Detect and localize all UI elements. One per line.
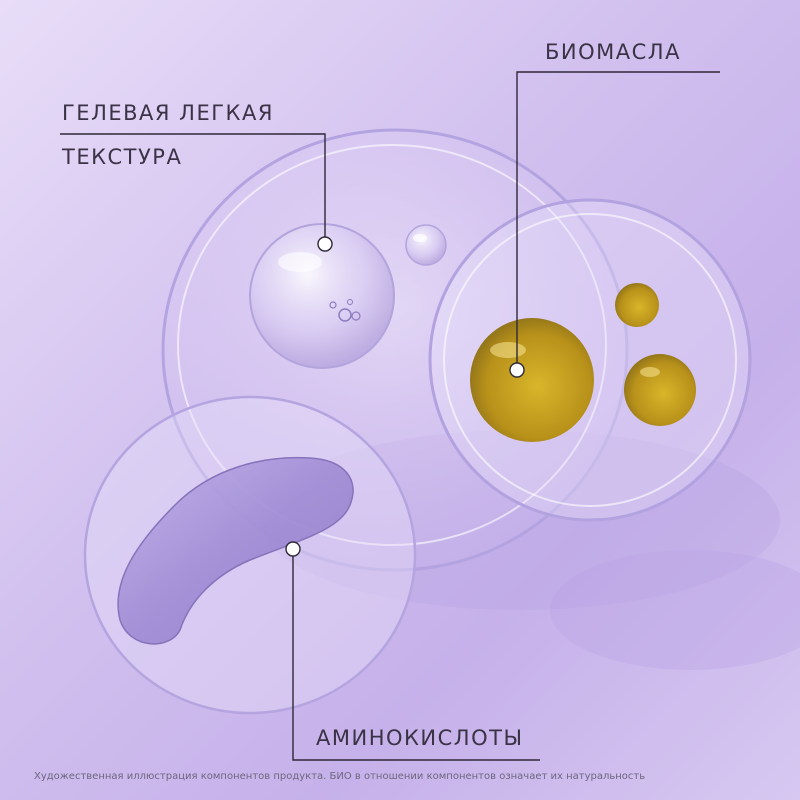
marker-oils [509,362,525,378]
gel-drop [249,223,395,369]
oil-drop-medium [624,354,696,426]
leader-line-oils [516,71,720,365]
dish-shadow [550,550,800,670]
label-bio-oils: БИОМАСЛА [545,40,681,64]
label-amino-acids: АМИНОКИСЛОТЫ [316,726,524,750]
marker-gel [317,236,333,252]
oil-drop-small [615,283,659,327]
marker-amino [285,541,301,557]
label-gel-texture-line2: ТЕКСТУРА [62,145,183,169]
leader-line-gel [60,133,326,240]
disclaimer-footnote: Художественная иллюстрация компонентов п… [34,771,646,782]
label-gel-texture-line1: ГЕЛЕВАЯ ЛЕГКАЯ [62,101,274,125]
amino-acid-smear [117,456,354,645]
small-gel-drop [405,224,447,266]
oil-drop-large [470,318,594,442]
leader-line-amino [292,553,540,761]
